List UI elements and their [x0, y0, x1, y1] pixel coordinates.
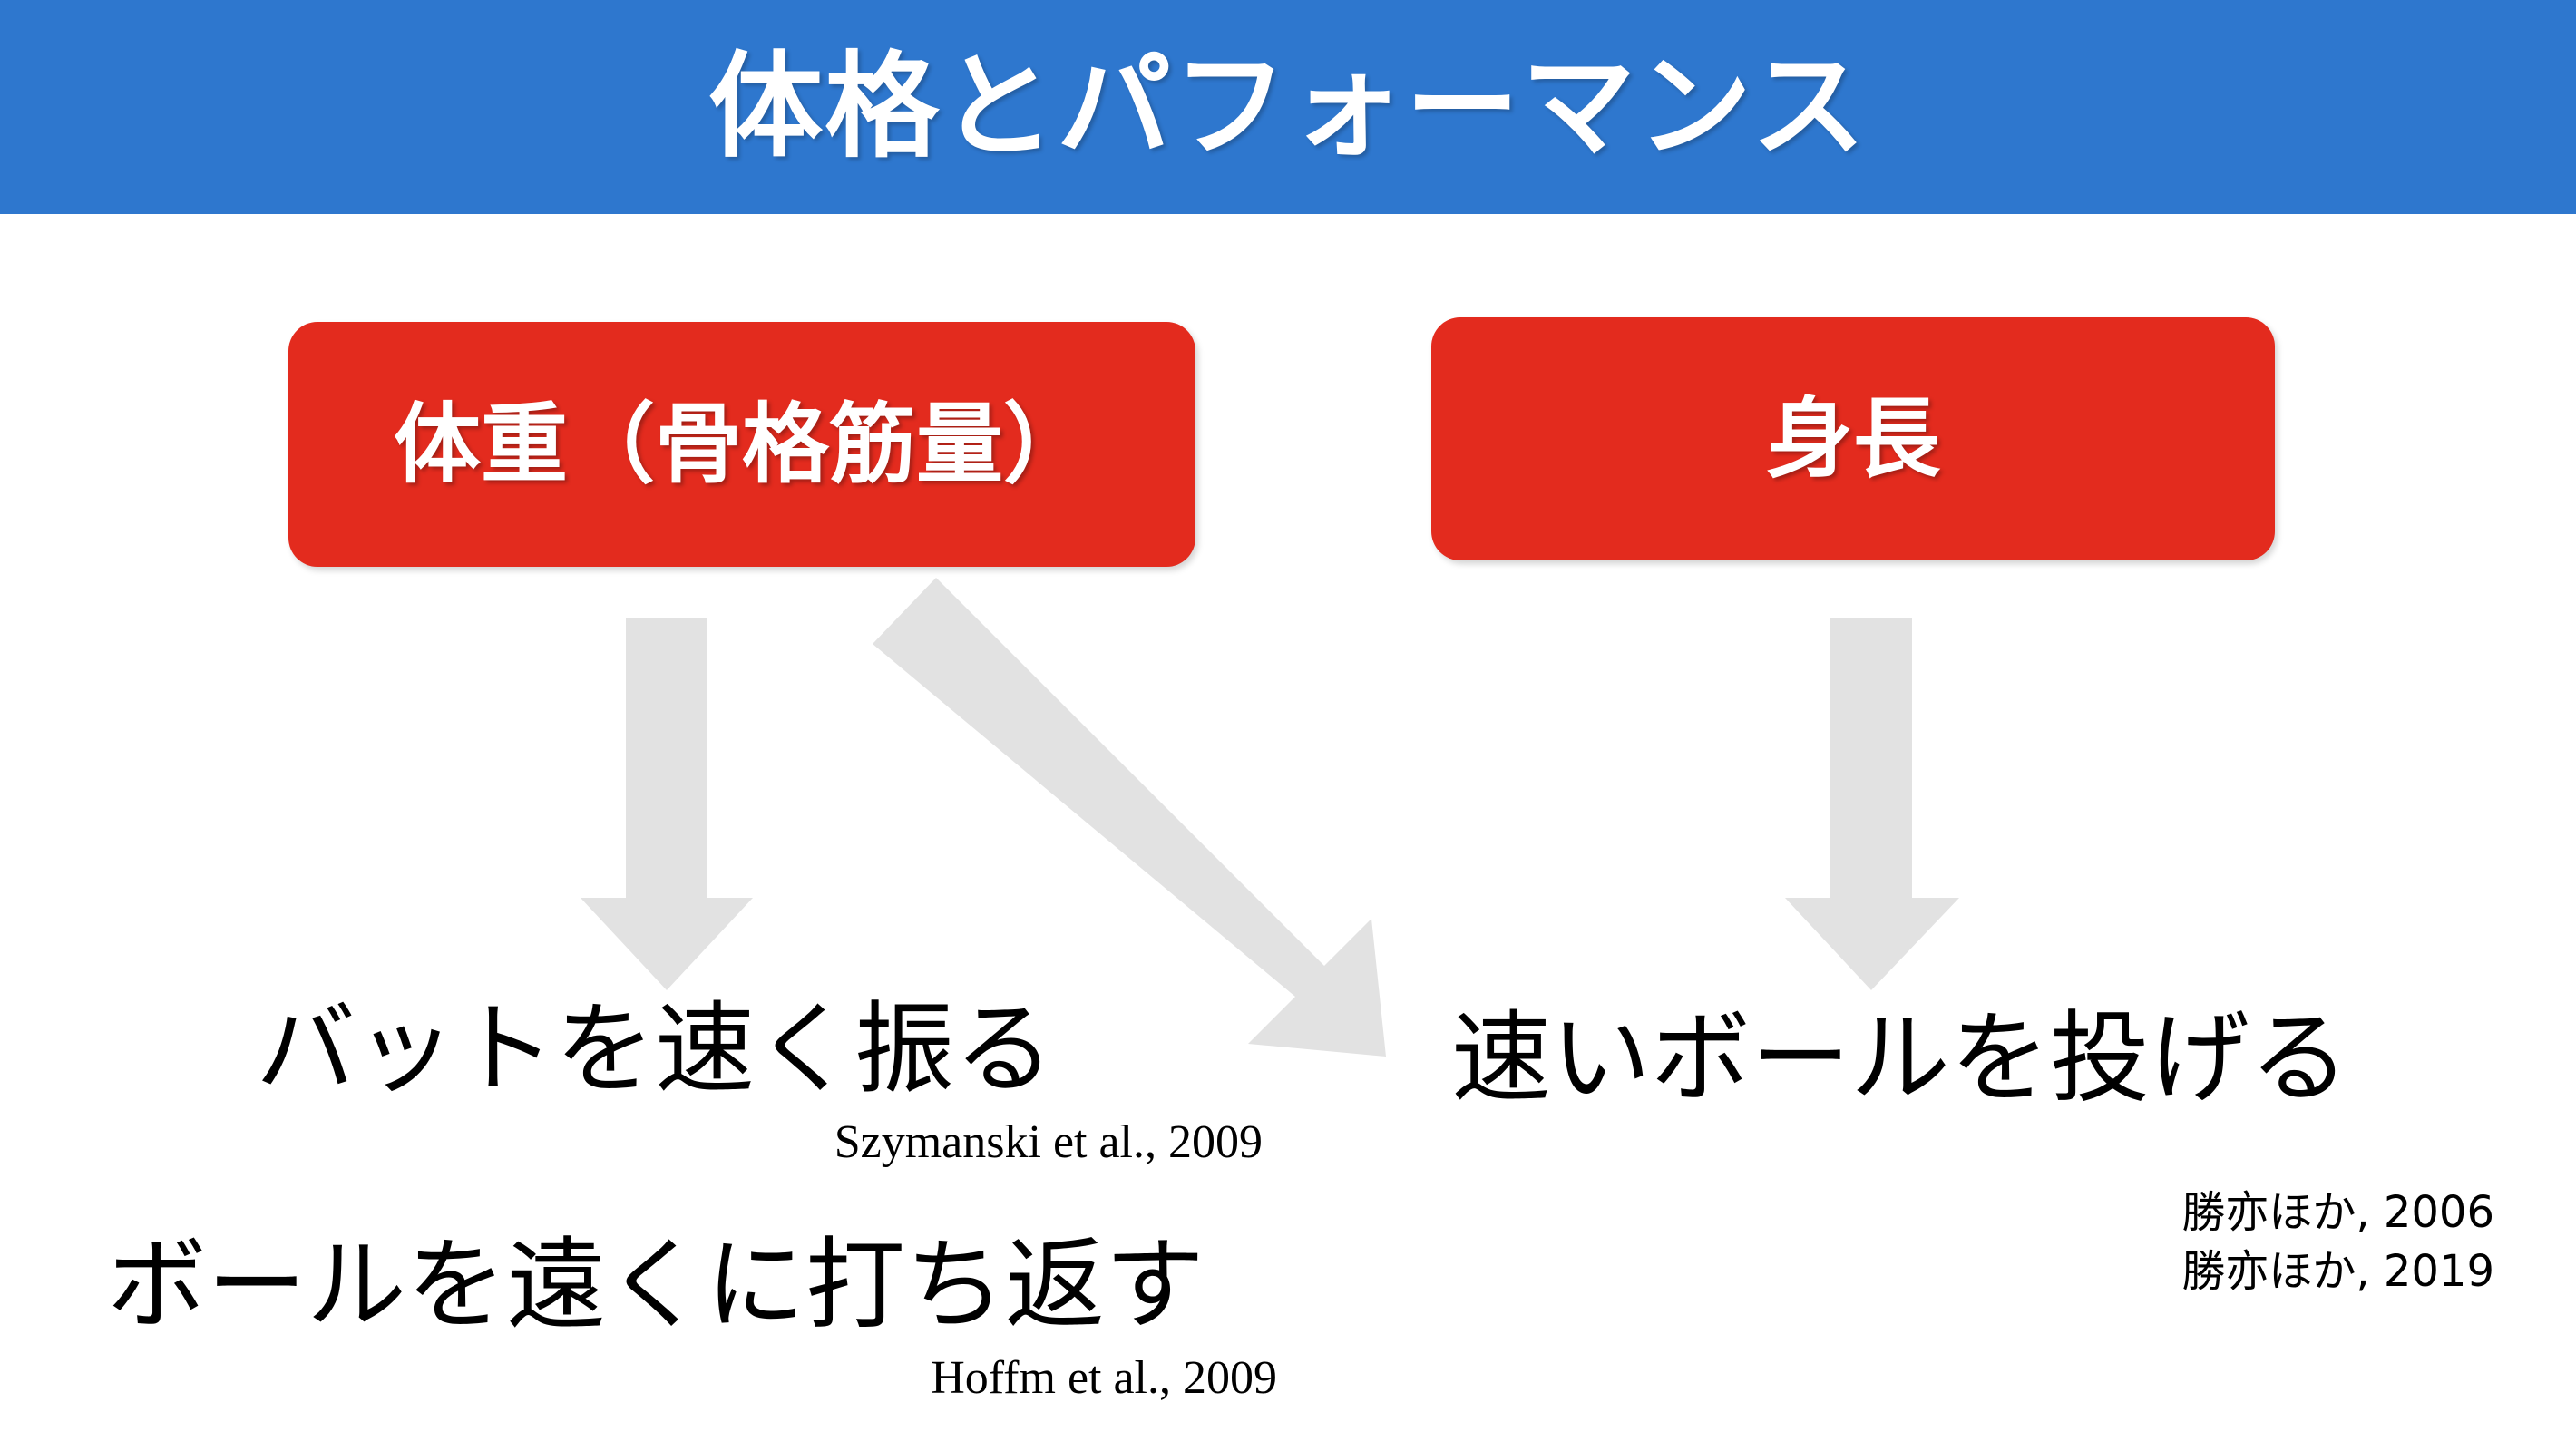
concept-box-weight[interactable]: 体重（骨格筋量） — [288, 322, 1195, 567]
citation-list-throw-speed: 勝亦ほか, 2006 勝亦ほか, 2019 — [1451, 1183, 2494, 1301]
arrow-down-right-icon-weight-to-throw-speed — [873, 578, 1386, 1057]
citation-throw-speed-2: 勝亦ほか, 2019 — [2181, 1245, 2494, 1297]
citation-bat-speed: Szymanski et al., 2009 — [834, 1115, 1263, 1168]
outcome-bat-distance: ボールを遠くに打ち返す Hoffm et al., 2009 — [107, 1227, 1277, 1405]
outcome-bat-speed-text: バットを速く振る — [256, 991, 1054, 1107]
citation-bat-distance: Hoffm et al., 2009 — [931, 1351, 1277, 1404]
outcome-bat-speed: バットを速く振る Szymanski et al., 2009 — [256, 991, 1263, 1169]
outcome-throw-speed-text: 速いボールを投げる — [1451, 1000, 2349, 1116]
concept-box-weight-label: 体重（骨格筋量） — [394, 394, 1090, 495]
outcome-throw-speed: 速いボールを投げる — [1451, 1000, 2386, 1116]
citation-throw-speed-1: 勝亦ほか, 2006 — [2181, 1187, 2494, 1238]
arrow-down-icon-weight-to-bat-speed — [581, 618, 753, 990]
page-title: 体格とパフォーマンス — [708, 40, 1868, 173]
concept-box-height-label: 身長 — [1766, 388, 1940, 490]
concept-box-height[interactable]: 身長 — [1431, 317, 2275, 560]
slide-title-bar: 体格とパフォーマンス — [0, 0, 2576, 214]
outcome-bat-distance-text: ボールを遠くに打ち返す — [107, 1227, 1205, 1343]
arrow-down-icon-height-to-throw-speed — [1785, 618, 1959, 990]
